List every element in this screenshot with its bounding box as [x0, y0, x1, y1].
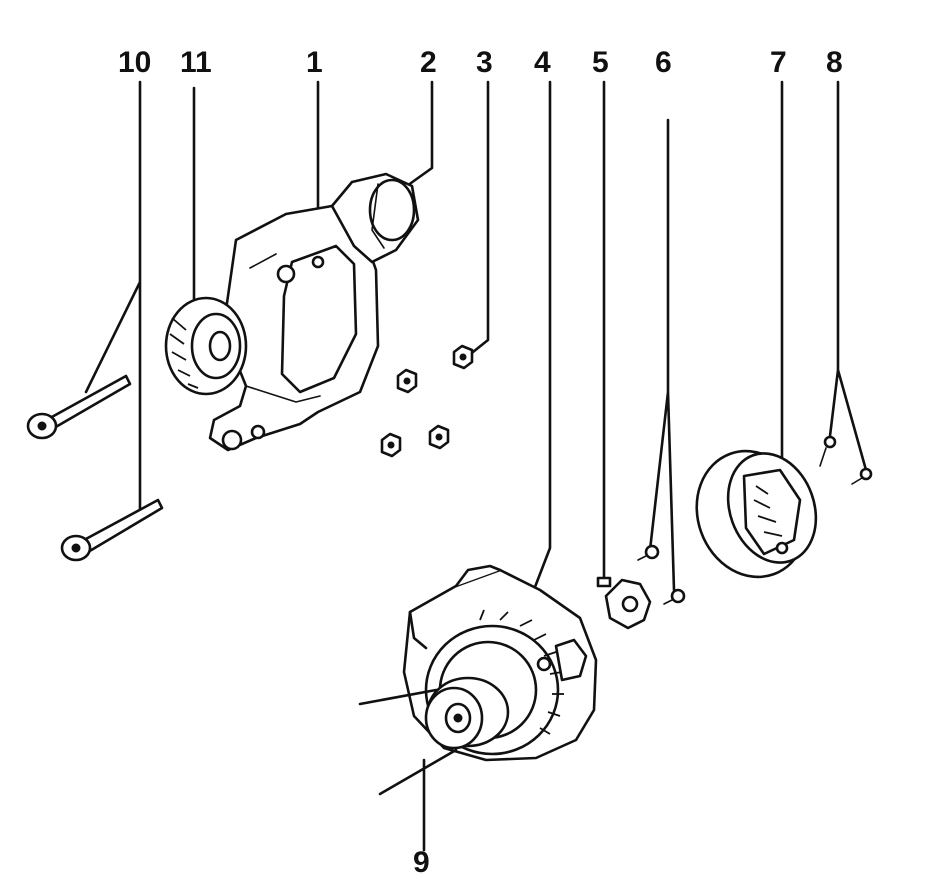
- leader-3: [466, 80, 490, 358]
- callout-8: 8: [826, 46, 843, 79]
- nut-3c: [380, 432, 402, 458]
- leader-4: [528, 80, 552, 602]
- screw-8b: [851, 467, 873, 485]
- mounting-bracket: [208, 172, 420, 452]
- screw-8a: [819, 435, 837, 467]
- rear-cover: [695, 449, 818, 579]
- bolt-lower: [60, 498, 164, 562]
- callout-1: 1: [306, 46, 323, 79]
- screw-6b: [663, 588, 686, 605]
- leader-10: [84, 80, 142, 512]
- callout-7: 7: [770, 46, 787, 79]
- callout-10: 10: [118, 46, 151, 79]
- screw-6a: [637, 544, 660, 561]
- regulator: [596, 576, 652, 630]
- callout-6: 6: [655, 46, 672, 79]
- callout-5: 5: [592, 46, 609, 79]
- bolt-upper: [26, 374, 132, 440]
- callout-4: 4: [534, 46, 551, 79]
- nut-3d: [428, 424, 450, 450]
- callout-3: 3: [476, 46, 493, 79]
- leader-8: [828, 80, 868, 472]
- callout-11: 11: [180, 46, 212, 79]
- leader-2: [402, 80, 434, 190]
- tensioner-pulley: [164, 296, 248, 396]
- drive-pulley: [358, 676, 510, 796]
- nut-3a: [452, 344, 474, 370]
- callout-9: 9: [413, 846, 430, 879]
- nut-3b: [396, 368, 418, 394]
- leader-lines: [84, 80, 868, 852]
- leader-6: [648, 118, 676, 592]
- callout-2: 2: [420, 46, 437, 79]
